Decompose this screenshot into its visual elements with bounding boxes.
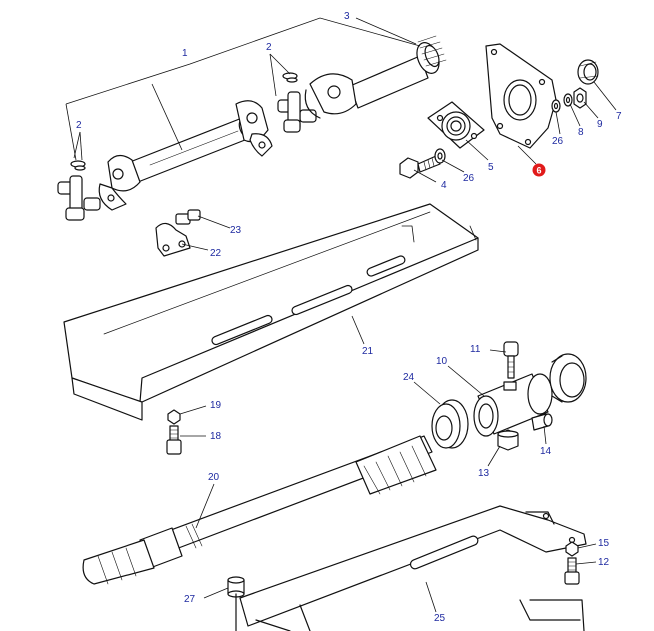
lock-washer-8 xyxy=(564,94,572,106)
callout-19[interactable]: 19 xyxy=(210,400,222,411)
callout-26-upper[interactable]: 26 xyxy=(552,136,564,147)
shaft-yoke-left xyxy=(99,155,140,210)
nut-9 xyxy=(574,88,586,108)
callout-10[interactable]: 10 xyxy=(436,356,448,367)
callout-23[interactable]: 23 xyxy=(230,225,242,236)
end-cap xyxy=(550,354,586,402)
bolt-18 xyxy=(167,426,181,454)
nut-7 xyxy=(578,60,598,84)
callout-2-right[interactable]: 2 xyxy=(266,42,272,53)
callout-13[interactable]: 13 xyxy=(478,468,490,479)
callout-24[interactable]: 24 xyxy=(403,372,415,383)
callout-7[interactable]: 7 xyxy=(616,111,622,122)
nut-15 xyxy=(566,542,578,556)
callout-2-left[interactable]: 2 xyxy=(76,120,82,131)
callout-labels: 1 2 2 3 4 5 6 7 8 9 10 11 12 13 14 15 18… xyxy=(76,11,622,624)
callout-15[interactable]: 15 xyxy=(598,538,610,549)
callout-11[interactable]: 11 xyxy=(470,344,481,355)
callout-22[interactable]: 22 xyxy=(210,248,222,259)
slip-yoke-shaft xyxy=(305,36,446,118)
nut-13 xyxy=(498,430,518,450)
callout-14[interactable]: 14 xyxy=(540,446,552,457)
universal-joint-cross-right xyxy=(278,73,316,132)
washer-26-upper xyxy=(552,100,560,112)
drive-shaft-tube xyxy=(130,116,255,182)
bearing-block xyxy=(428,102,484,148)
coupling-sleeve xyxy=(474,374,552,436)
bearing-24 xyxy=(432,400,468,448)
lower-guard xyxy=(240,506,586,631)
shaft-guard-channel xyxy=(64,204,478,420)
callout-21[interactable]: 21 xyxy=(362,346,374,357)
washer-26-lower xyxy=(435,149,445,163)
callout-26-lower[interactable]: 26 xyxy=(463,173,475,184)
universal-joint-cross-left xyxy=(58,161,100,220)
nut-19 xyxy=(168,410,180,424)
callout-12[interactable]: 12 xyxy=(598,557,610,568)
spacer-27 xyxy=(228,577,244,631)
bolt-4 xyxy=(400,156,440,178)
bolt-11 xyxy=(504,342,518,378)
callout-3[interactable]: 3 xyxy=(344,11,350,22)
callout-27[interactable]: 27 xyxy=(184,594,196,605)
callout-18[interactable]: 18 xyxy=(210,431,222,442)
callout-8[interactable]: 8 xyxy=(578,127,584,138)
callout-25[interactable]: 25 xyxy=(434,613,446,624)
splined-shaft xyxy=(83,436,436,584)
callout-20[interactable]: 20 xyxy=(208,472,220,483)
callout-1[interactable]: 1 xyxy=(182,48,188,59)
clamp xyxy=(156,223,190,256)
callout-4[interactable]: 4 xyxy=(441,180,447,191)
highlight-marker xyxy=(532,163,546,177)
bolt-12 xyxy=(565,558,579,584)
callout-9[interactable]: 9 xyxy=(597,119,603,130)
callout-5[interactable]: 5 xyxy=(488,162,494,173)
screw-23 xyxy=(176,210,200,224)
mounting-bracket xyxy=(486,44,556,148)
callout-6[interactable]: 6 xyxy=(536,166,541,176)
shaft-yoke-right xyxy=(236,101,272,156)
leader-lines xyxy=(65,17,617,613)
